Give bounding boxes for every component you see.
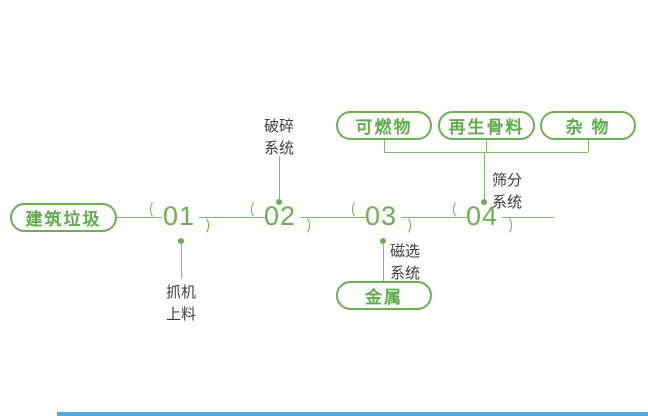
stage-01-arc-left	[150, 200, 163, 219]
flow-line-segment-4	[401, 217, 467, 218]
stage-04-connector	[484, 153, 485, 199]
junction-dot-03	[380, 238, 386, 244]
bottom-accent-line	[57, 412, 648, 416]
output-pill-metal: 金属	[336, 281, 432, 310]
stage-04-arc-right	[499, 216, 512, 235]
flow-line-segment-5	[502, 217, 554, 218]
annotation-screening-system: 筛分 系统	[492, 172, 523, 211]
output-pill-misc: 杂 物	[540, 111, 636, 140]
top-branch-line	[384, 152, 588, 153]
stage-01-arc-right	[196, 216, 209, 235]
stage-03-connector	[383, 244, 384, 283]
stage-02-arc-left	[251, 200, 264, 219]
source-pill-construction-waste: 建筑垃圾	[10, 203, 117, 232]
annotation-magnetic-system: 磁选 系统	[390, 243, 421, 282]
branch-stub-recycled-aggregate	[486, 140, 487, 152]
stage-02-connector	[279, 156, 280, 199]
junction-dot-01	[178, 238, 184, 244]
annotation-crushing-system: 破碎 系统	[263, 118, 294, 157]
stage-01-connector	[181, 244, 182, 279]
flow-line-segment-3	[300, 217, 366, 218]
branch-stub-misc	[588, 140, 589, 152]
branch-stub-combustible	[384, 140, 385, 152]
flow-line-segment-1	[117, 217, 162, 218]
output-pill-recycled-aggregate: 再生骨料	[438, 111, 535, 140]
stage-number-04: 04	[466, 201, 499, 231]
stage-number-03: 03	[365, 201, 398, 231]
stage-number-02: 02	[264, 201, 297, 231]
annotation-grab-feeding: 抓机 上料	[165, 284, 196, 323]
junction-dot-02	[276, 199, 282, 205]
stage-04-arc-left	[453, 200, 466, 219]
stage-03-arc-left	[352, 200, 365, 219]
junction-dot-04	[481, 199, 487, 205]
stage-number-01: 01	[163, 201, 196, 231]
stage-03-arc-right	[398, 216, 411, 235]
stage-02-arc-right	[297, 216, 310, 235]
output-pill-combustible: 可燃物	[336, 111, 432, 140]
flow-line-segment-2	[199, 217, 265, 218]
